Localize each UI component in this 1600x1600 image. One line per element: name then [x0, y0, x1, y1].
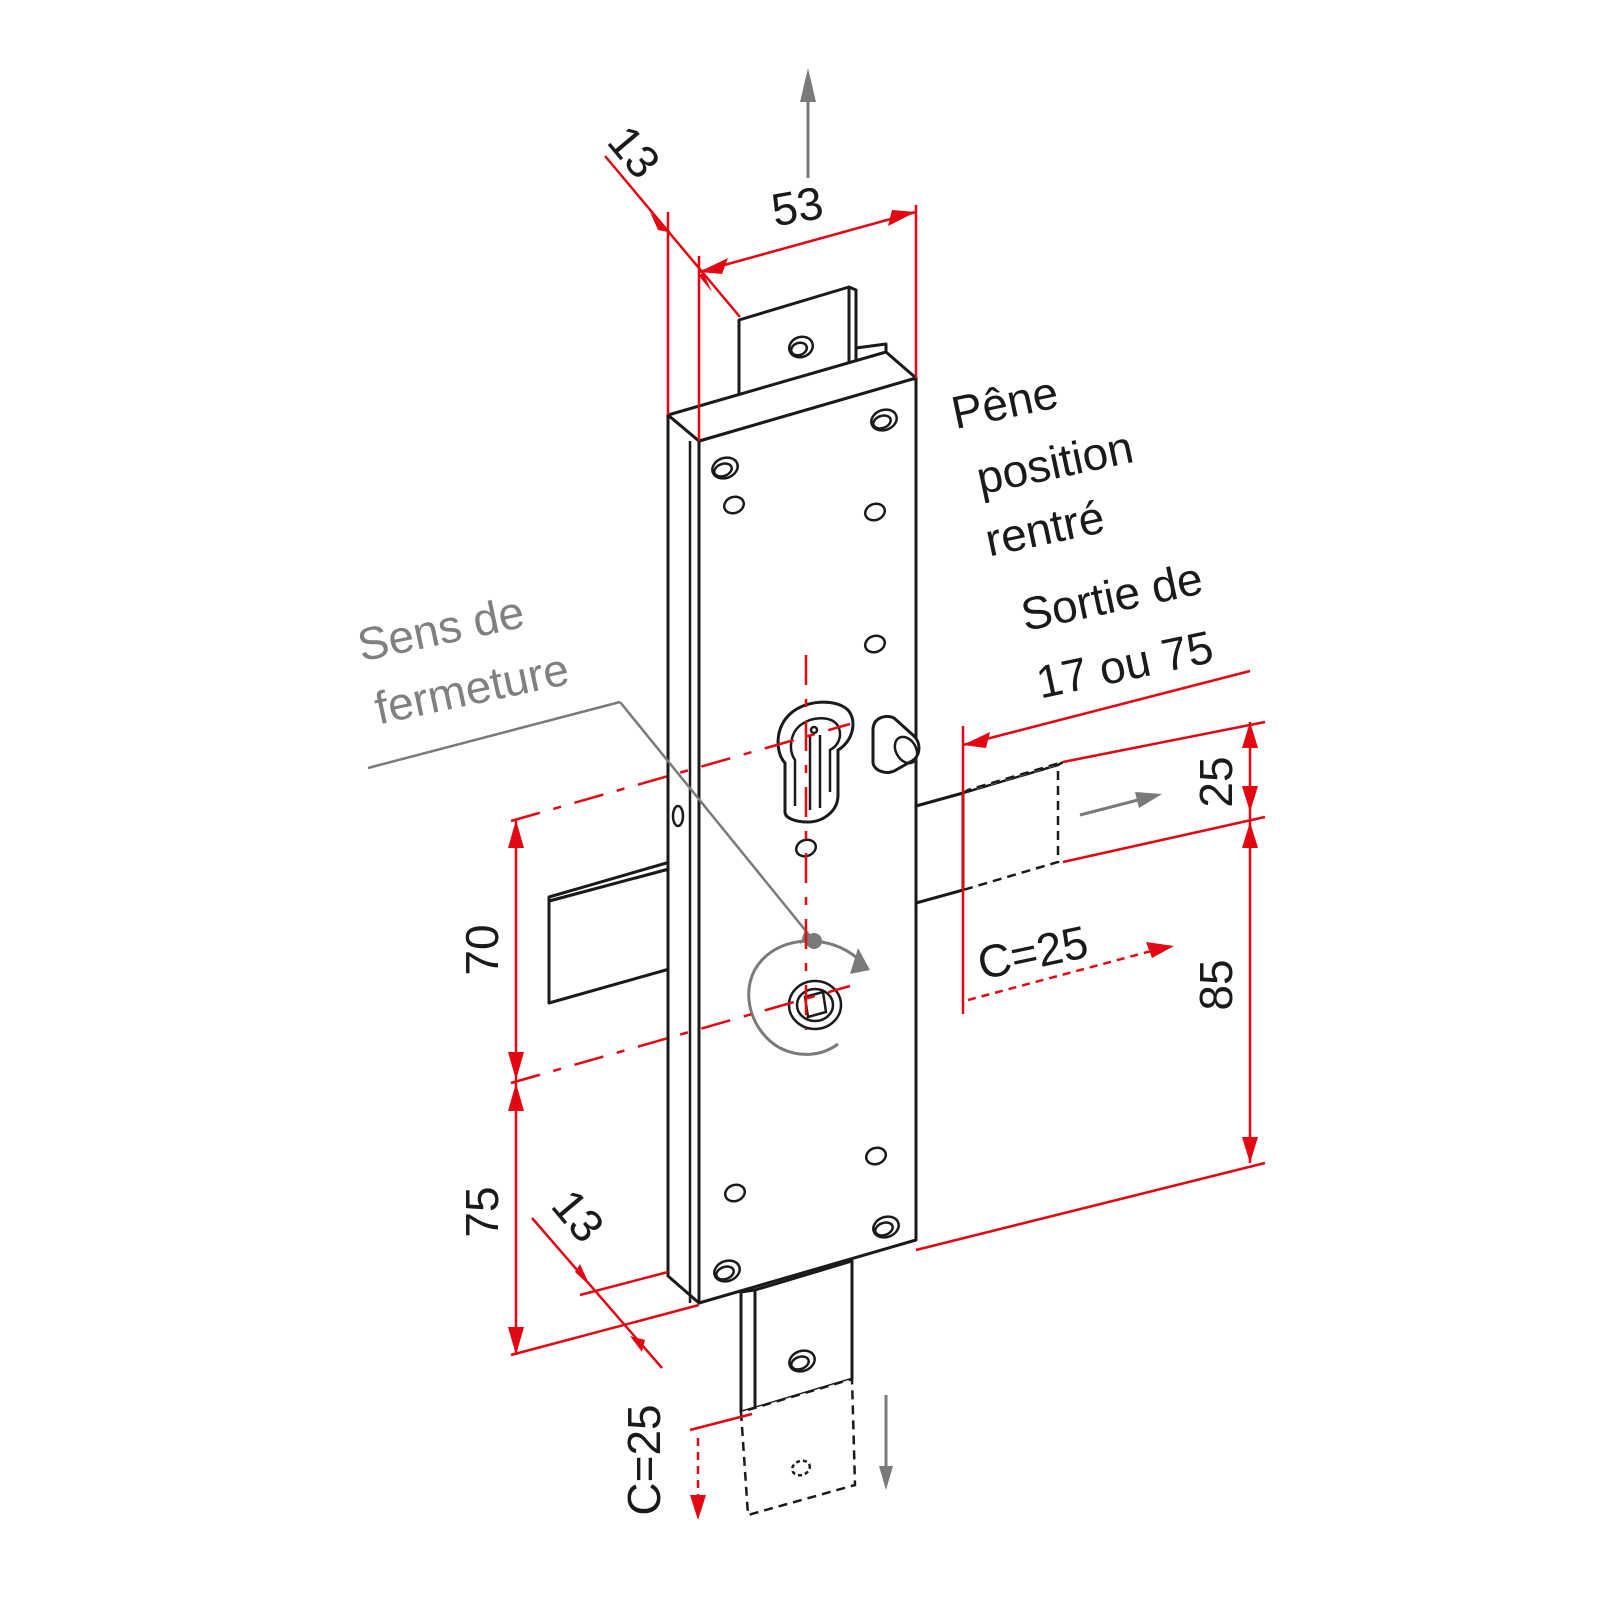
bolt-note-line-2: position — [972, 420, 1138, 504]
dim-throw-right: C=25 — [973, 915, 1093, 989]
dim-height-70: 70 — [456, 924, 508, 975]
closing-direction-label: Sens de fermeture — [353, 585, 574, 734]
dim-throw-bottom: C=25 — [618, 1404, 670, 1515]
latch-bolt — [914, 760, 1064, 905]
dim-height-75: 75 — [456, 1186, 508, 1237]
bolt-note-line-3: rentré — [980, 490, 1108, 566]
motion-arrows — [800, 68, 1162, 1490]
dim-depth-top: 13 — [598, 115, 671, 188]
bottom-rod-extended — [739, 1377, 857, 1517]
dimension-lines — [508, 155, 1266, 1520]
dim-height-85: 85 — [1190, 959, 1242, 1010]
dim-width: 53 — [768, 176, 827, 236]
bolt-note-line-1: Pêne — [947, 366, 1063, 439]
closing-direction-arrow — [367, 700, 870, 1056]
dimension-labels: 13 53 70 75 13 25 85 C=25 C=25 — [456, 115, 1242, 1515]
cylinder-cutout — [776, 700, 855, 824]
follower — [787, 979, 843, 1031]
bolt-note: Pêne position rentré Sortie de 17 ou 75 — [947, 366, 1218, 709]
bottom-rod — [739, 1259, 854, 1414]
dim-bolt-25: 25 — [1190, 756, 1242, 807]
lever-knob — [871, 715, 921, 774]
screw-holes — [671, 408, 900, 1283]
deadbolt — [547, 860, 682, 1005]
